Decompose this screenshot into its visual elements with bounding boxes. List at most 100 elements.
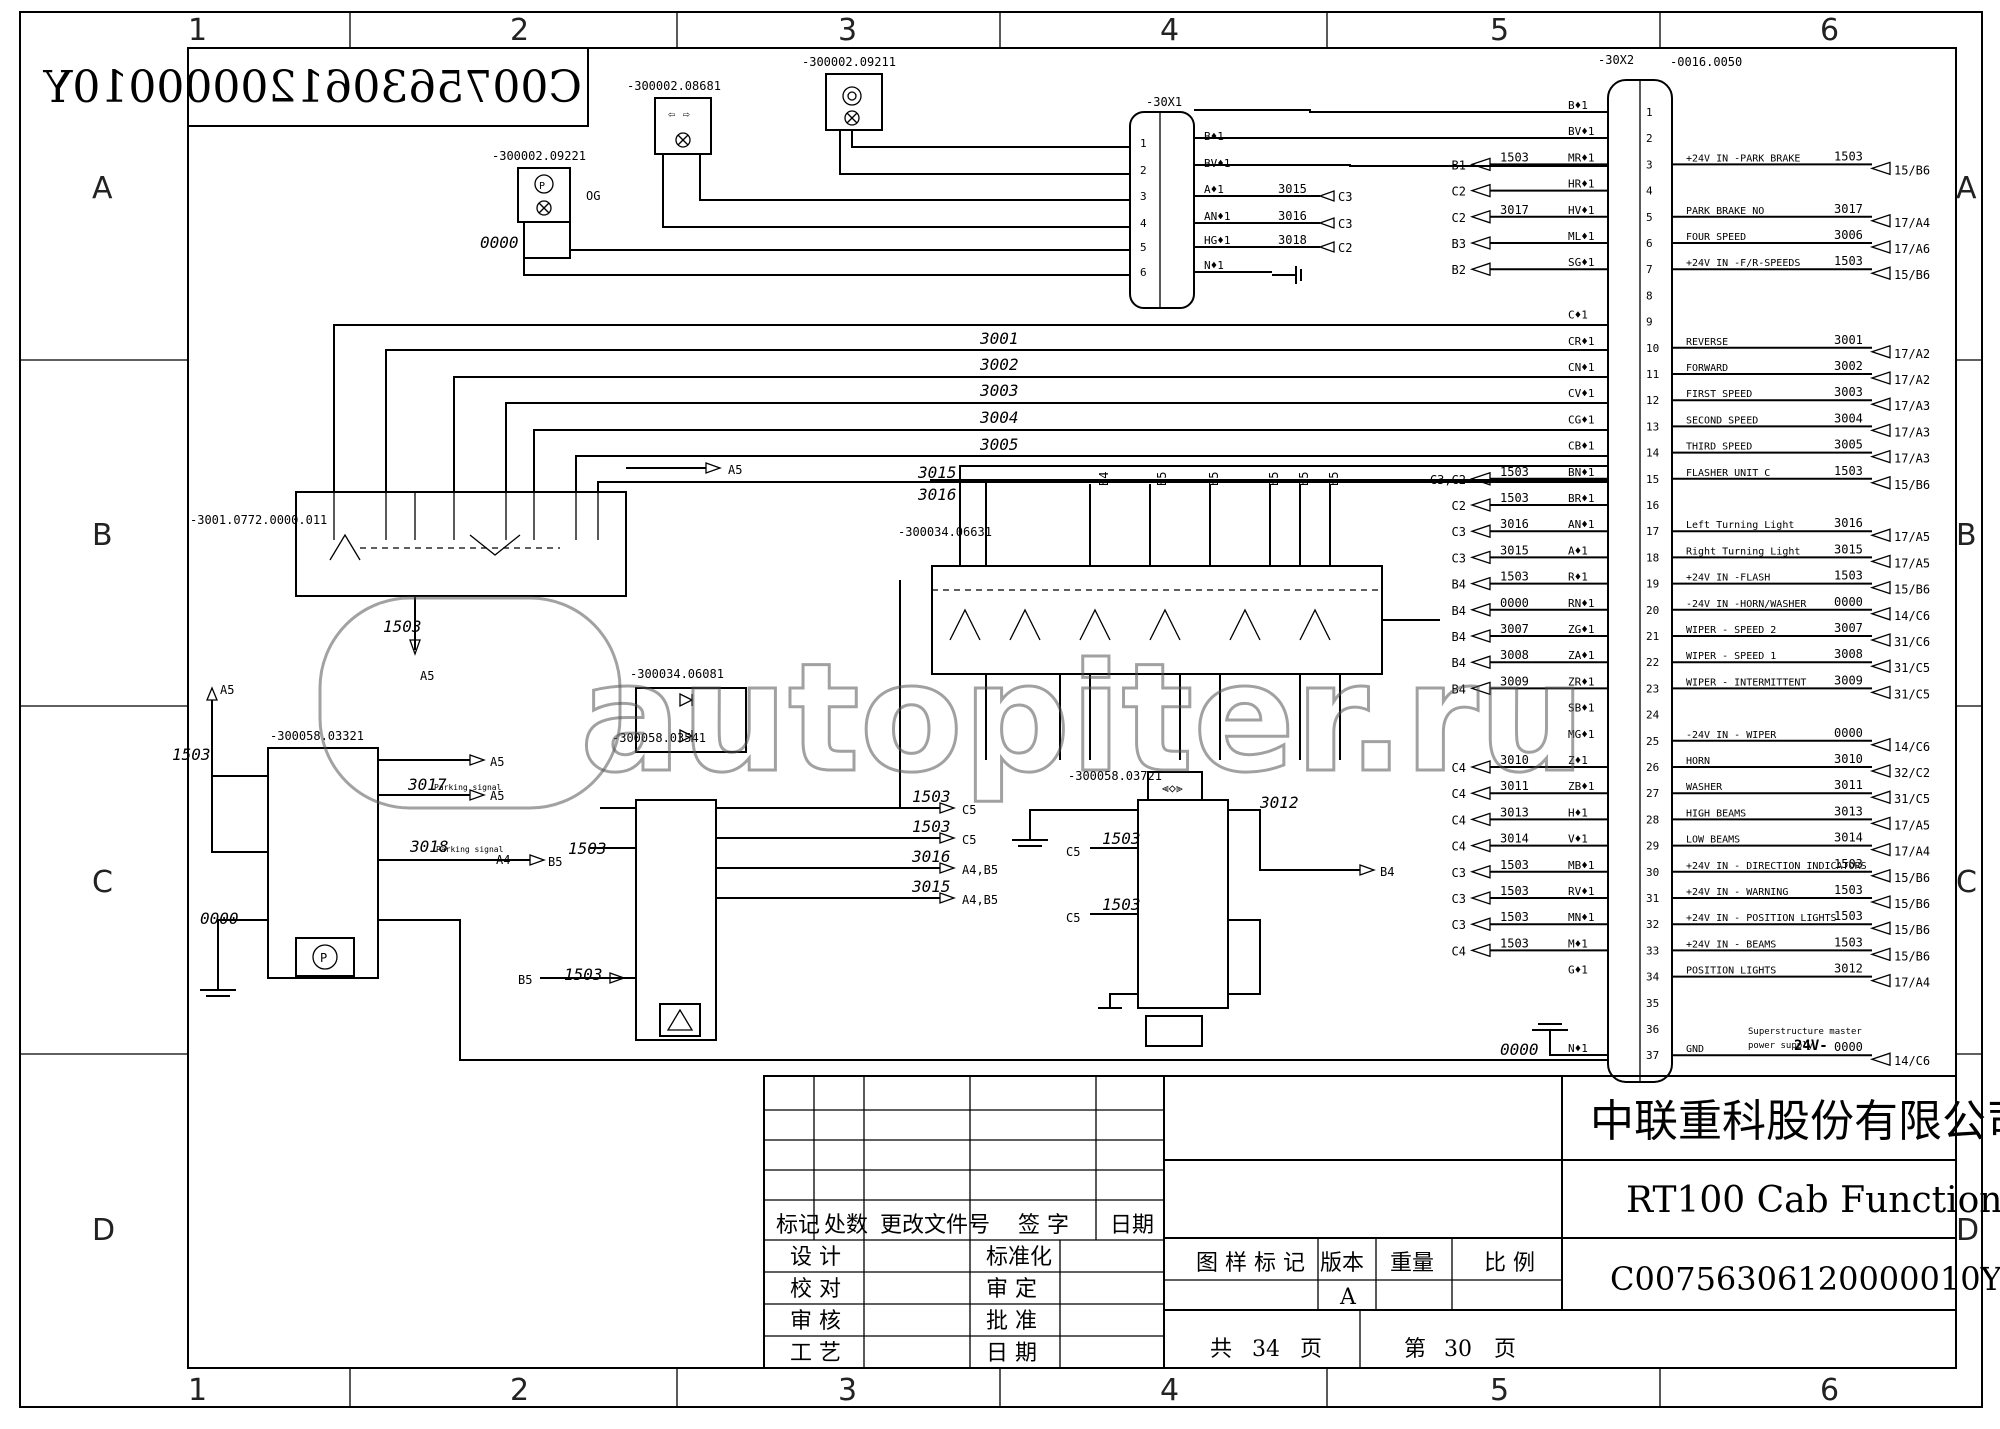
x2-function: SECOND SPEED <box>1686 415 1758 426</box>
svg-text:第: 第 <box>1404 1337 1426 1362</box>
x2-right-number: 3008 <box>1834 647 1863 661</box>
x2-left-ref: B4 <box>1452 656 1466 670</box>
x2-left-arrow <box>1469 236 1491 250</box>
x1-wire-number: 3016 <box>1278 209 1307 223</box>
x1-pin-number: 4 <box>1140 217 1147 230</box>
x2-right-number: 3004 <box>1834 411 1863 425</box>
x1-wiring <box>523 109 1608 284</box>
x2-function: PARK BRAKE NO <box>1686 206 1764 217</box>
svg-text:B4: B4 <box>1380 865 1394 879</box>
svg-text:页: 页 <box>1300 1337 1322 1362</box>
x2-right-number: 3010 <box>1834 752 1863 766</box>
lamp-turn-indicator: -300002.08681 ⇦ ⇨ <box>627 79 721 155</box>
x2-right-number: 1503 <box>1834 254 1863 268</box>
x2-right-ref: 15/B6 <box>1894 478 1930 492</box>
svg-text:⇦ ⇨: ⇦ ⇨ <box>668 107 690 121</box>
x2-right-arrow <box>1869 790 1891 805</box>
lights-switch-module: -300058.03721 ⫷◇⫸ 3012 B4 C5 C5 1503 150… <box>1012 769 1394 1047</box>
x2-wire-label: H♦1 <box>1568 806 1588 819</box>
svg-text:A5: A5 <box>490 755 504 769</box>
grid-col-2: 2 <box>510 13 529 48</box>
x2-pin-number: 22 <box>1646 656 1659 669</box>
x2-pin-number: 34 <box>1646 971 1660 984</box>
svg-text:P: P <box>320 951 327 965</box>
x2-right-ref: 15/B6 <box>1894 583 1930 597</box>
x2-pin-number: 21 <box>1646 630 1659 643</box>
x2-right-arrow <box>1869 449 1891 464</box>
x2-left-arrow <box>1469 629 1491 643</box>
svg-text:共: 共 <box>1210 1337 1232 1362</box>
svg-text:1503: 1503 <box>912 787 951 806</box>
x2-right-number: 3009 <box>1834 673 1863 687</box>
x2-right-number: 1503 <box>1834 883 1863 897</box>
x2-right-arrow <box>1869 240 1891 254</box>
svg-text:Parking signal: Parking signal <box>434 783 502 792</box>
svg-text:autopiter.ru: autopiter.ru <box>580 632 1585 806</box>
x2-left-arrow <box>1469 864 1491 879</box>
x2-wire-label: BV♦1 <box>1568 125 1595 138</box>
x1-arrow <box>1318 217 1335 229</box>
x2-right-ref: 17/A6 <box>1894 242 1930 256</box>
svg-text:-0016.0050: -0016.0050 <box>1670 55 1742 69</box>
x2-wire-label: MR♦1 <box>1568 151 1595 164</box>
x2-left-number: 1503 <box>1500 465 1529 479</box>
svg-text:批 准: 批 准 <box>986 1309 1037 1334</box>
x2-pin-number: 6 <box>1646 237 1653 250</box>
svg-text:1503: 1503 <box>383 617 422 636</box>
x2-left-arrow <box>1469 838 1491 853</box>
svg-text:审 定: 审 定 <box>986 1277 1037 1302</box>
x2-right-arrow <box>1869 606 1891 621</box>
x2-left-ref: C2 <box>1452 185 1466 199</box>
svg-text:B4: B4 <box>1097 472 1111 486</box>
x2-left-arrow <box>1469 576 1491 591</box>
x2-right-ref: 15/B6 <box>1894 163 1930 177</box>
x2-wire-label: RN♦1 <box>1568 597 1595 610</box>
x1-wire-target: C3 <box>1338 217 1352 231</box>
x2-wire-label: R♦1 <box>1568 571 1588 584</box>
x2-left-number: 3017 <box>1500 203 1529 217</box>
svg-text:3005: 3005 <box>979 435 1019 454</box>
x2-wire-label: AN♦1 <box>1568 518 1595 531</box>
drawing-number-mirrored: C00756306120000010Y <box>42 62 582 113</box>
x2-pin-number: 13 <box>1646 420 1659 433</box>
svg-text:C5: C5 <box>962 833 976 847</box>
x2-pin-number: 26 <box>1646 761 1659 774</box>
x2-wire-label: RV♦1 <box>1568 885 1595 898</box>
svg-text:1503: 1503 <box>568 839 607 858</box>
connector-x2: -30X2 -0016.0050 <box>1598 53 1742 1083</box>
x2-pin-number: 11 <box>1646 368 1659 381</box>
x2-right-arrow <box>1869 580 1891 595</box>
x1-wire-label: BV♦1 <box>1204 157 1231 170</box>
x2-left-number: 3011 <box>1500 779 1529 793</box>
x2-function: +24V IN -F/R-SPEEDS <box>1686 258 1800 269</box>
x2-left-arrow <box>1469 550 1491 565</box>
x2-wire-label: CG♦1 <box>1568 413 1595 426</box>
x2-right-ref: 15/B6 <box>1894 923 1930 937</box>
svg-text:标准化: 标准化 <box>986 1245 1052 1270</box>
x2-left-ref: B2 <box>1452 263 1466 277</box>
x2-wire-label: MN♦1 <box>1568 911 1595 924</box>
svg-text:1503: 1503 <box>1102 895 1141 914</box>
svg-text:-3001.0772.0000.011: -3001.0772.0000.011 <box>190 513 327 527</box>
x2-left-arrow <box>1469 891 1491 905</box>
svg-text:34: 34 <box>1252 1337 1280 1362</box>
x2-wire-label: ZG♦1 <box>1568 623 1595 636</box>
x2-right-ref: 17/A4 <box>1894 845 1930 859</box>
svg-text:power supply: power supply <box>1748 1041 1814 1051</box>
svg-text:审 核: 审 核 <box>790 1309 841 1334</box>
x2-wire-label: HR♦1 <box>1568 178 1595 191</box>
x2-function: WIPER - SPEED 2 <box>1686 625 1776 636</box>
svg-text:校 对: 校 对 <box>790 1277 841 1302</box>
x2-right-number: 0000 <box>1834 1040 1863 1054</box>
x2-left-arrow <box>1469 655 1491 670</box>
x2-function: +24V IN - WARNING <box>1686 887 1788 898</box>
x2-wire-label: SB♦1 <box>1568 702 1595 715</box>
x2-left-ref: C4 <box>1452 761 1466 775</box>
x2-pin-number: 4 <box>1646 185 1653 198</box>
x2-pin-number: 29 <box>1646 840 1659 853</box>
x1-wire-target: C3 <box>1338 190 1352 204</box>
svg-text:B5: B5 <box>518 973 532 987</box>
